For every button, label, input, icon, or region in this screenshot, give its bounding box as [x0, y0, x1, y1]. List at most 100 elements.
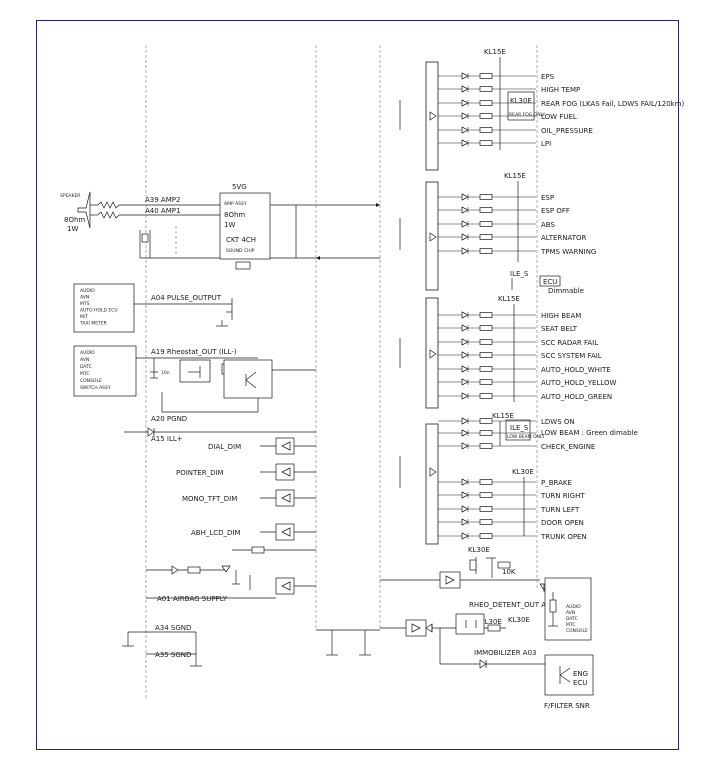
audio-out-item: AVN [566, 610, 575, 616]
kl15e-2: KL15E [504, 172, 526, 180]
led-icon [461, 505, 469, 513]
dim-item: AVN [80, 357, 89, 363]
eng-ecu-l1: ENG [573, 670, 588, 678]
transistor-box [223, 359, 273, 399]
ecu-tag: ECU [543, 278, 557, 286]
speaker-watt: 1W [67, 225, 78, 233]
sound-chip-l2: SOUND CHIP [226, 248, 255, 254]
ecu-list-box [73, 283, 135, 333]
resistor-icon [479, 234, 493, 240]
indicator-label: SEAT BELT [541, 325, 578, 333]
led-icon [461, 220, 469, 228]
immobilizer-label: IMMOBILIZER A03 [474, 649, 537, 657]
abh-lcd-dim-label: ABH_LCD_DIM [191, 529, 241, 537]
led-rows [438, 72, 536, 540]
indicator-label: ESP OFF [541, 207, 570, 215]
indicator-label: EPS [541, 73, 555, 81]
dim-item: SWITCH ASSY [80, 385, 111, 391]
led-icon [461, 429, 469, 437]
resistor-icon [479, 248, 493, 254]
led-icon [461, 85, 469, 93]
led-icon [461, 126, 469, 134]
led-icon [461, 518, 469, 526]
resistor-icon [479, 140, 493, 146]
dim-switch-box [73, 345, 137, 397]
led-icon [461, 417, 469, 425]
kl15e-3: KL15E [498, 295, 520, 303]
led-icon [461, 365, 469, 373]
led-icon [461, 206, 469, 214]
ffilter-label: F/FILTER SNR [544, 702, 590, 710]
indicator-label: ALTERNATOR [541, 234, 587, 242]
eng-ecu-l2: ECU [573, 679, 587, 687]
kl15e-1: KL15E [484, 48, 506, 56]
indicator-label: LDWS ON [541, 418, 575, 426]
resistor-icon [479, 127, 493, 133]
indicator-label: TRUNK OPEN [540, 533, 587, 541]
resistor-icon [479, 479, 493, 485]
pin-a15: A15 ILL+ [151, 435, 183, 443]
amp-assy-box [219, 192, 271, 260]
indicator-label: P_BRAKE [541, 479, 572, 487]
pin-a04: A04 PULSE_OUTPUT [151, 294, 222, 302]
indicator-label: LOW BEAM : Green dimable [541, 429, 638, 437]
audio-out-item: AUDIO [566, 604, 581, 610]
indicator-label: HIGH BEAM [541, 312, 581, 320]
amp-line3: 1W [224, 221, 235, 229]
indicator-label: TURN LEFT [540, 506, 580, 514]
indicator-label: AUTO_HOLD_YELLOW [541, 379, 617, 387]
kl30e-box [507, 91, 535, 121]
led-icon [461, 72, 469, 80]
lowbeam-tag: LOW BEAM ONLY [507, 434, 545, 440]
indicator-label: HIGH TEMP [541, 86, 580, 94]
dimmer-section: AUDIO AVN DATC MTC CONSOLE SWITCH ASSY A… [73, 345, 316, 443]
pin-a40: A40 AMP1 [145, 207, 180, 215]
indicator-label: SCC SYSTEM FAIL [541, 352, 602, 360]
led-icon [461, 392, 469, 400]
indicator-label: ESP [541, 194, 554, 202]
led-icon [461, 491, 469, 499]
amp-line1: AMP ASSY [224, 201, 247, 207]
resistor-icon [479, 113, 493, 119]
indicator-label: SCC RADAR FAIL [541, 339, 598, 347]
led-icon [461, 193, 469, 201]
indicator-label: TURN RIGHT [540, 492, 585, 500]
resistor-icon [479, 519, 493, 525]
resistor-icon [479, 73, 493, 79]
indicator-label: LOW FUEL [541, 113, 577, 121]
led-icon [461, 324, 469, 332]
dim-item: CONSOLE [80, 378, 102, 384]
audio-out-item: DATC [566, 616, 578, 622]
ile-s-2: ILE_S [510, 424, 529, 432]
led-icon [461, 442, 469, 450]
speaker-impedance: 8Ohm [64, 216, 85, 224]
kl30e-3: KL30E [480, 618, 502, 626]
mono-tft-dim-label: MONO_TFT_DIM [182, 495, 237, 503]
resistor-icon [479, 221, 493, 227]
svg-text:10n: 10n [161, 370, 170, 376]
pin-a39: A39 AMP2 [145, 196, 180, 204]
resistor-icon [479, 393, 493, 399]
pin-a20: A20 PGND [151, 415, 187, 423]
kl30e-4: KL30E [508, 616, 530, 624]
kl30e-box-label: KL30E [510, 97, 532, 105]
led-icon [461, 338, 469, 346]
r10k-label: 10K [502, 568, 516, 576]
resistor-icon [479, 492, 493, 498]
dim-drivers: DIAL_DIM POINTER_DIM MONO_TFT_DIM ABH_LC… [146, 437, 316, 603]
resistor-icon [479, 366, 493, 372]
led-icon [461, 311, 469, 319]
pin-a34: A34 SGND [155, 624, 191, 632]
indicator-label: LPI [541, 140, 551, 148]
sound-chip-l1: CKT 4CH [226, 236, 256, 244]
ecu-item: AUDIO [80, 288, 95, 294]
ile-s-1: ILE_S [510, 270, 529, 278]
audio-out-item: MTC [566, 622, 576, 628]
rheo-detent-label: RHEO_DETENT_OUT A02 [469, 601, 555, 609]
resistor-icon [479, 379, 493, 385]
resistor-icon [479, 506, 493, 512]
pin-a19: A19 Rheostat_OUT (ILL-) [151, 348, 237, 356]
diagram-frame [36, 20, 679, 750]
rheostat-box [179, 359, 211, 383]
